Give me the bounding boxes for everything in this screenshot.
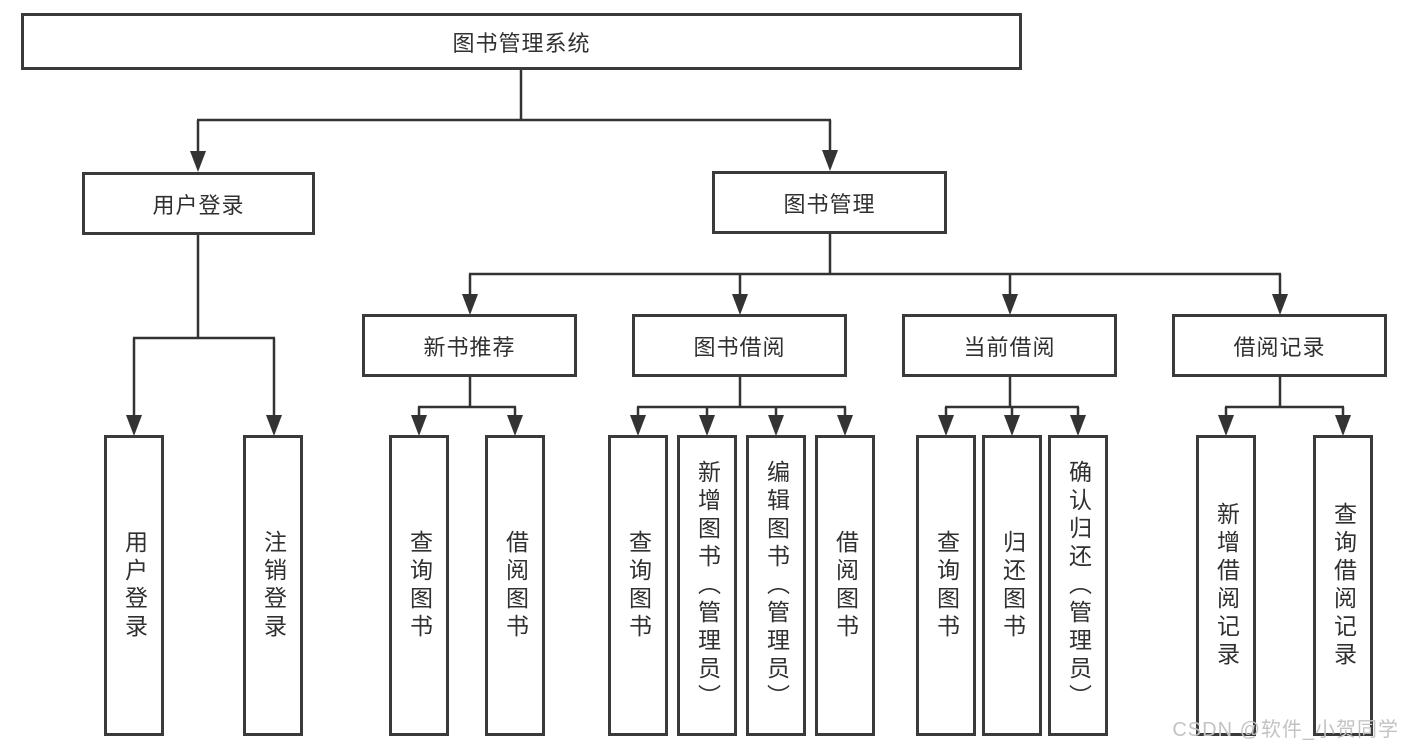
leaf-record-add-record-label: 新增借阅记录 bbox=[1213, 501, 1240, 670]
node-current-borrow: 当前借阅 bbox=[902, 314, 1117, 377]
arrow-down-icon bbox=[630, 415, 646, 436]
connector-root-to-level2 bbox=[196, 69, 832, 153]
arrow-down-icon bbox=[699, 415, 715, 436]
leaf-borrow-query-books-label: 查询图书 bbox=[625, 529, 652, 642]
arrow-down-icon bbox=[1070, 415, 1086, 436]
arrow-down-icon bbox=[1272, 294, 1288, 315]
connector-current-borrow bbox=[944, 377, 1080, 417]
arrowheads-current-borrow bbox=[938, 415, 1086, 436]
arrow-down-icon bbox=[732, 294, 748, 315]
leaf-newbook-borrow-books: 借阅图书 bbox=[485, 435, 545, 736]
leaf-record-query-record: 查询借阅记录 bbox=[1313, 435, 1373, 736]
arrow-down-icon bbox=[1002, 294, 1018, 315]
arrow-down-icon bbox=[1218, 415, 1234, 436]
arrow-down-icon bbox=[837, 415, 853, 436]
arrow-down-icon bbox=[938, 415, 954, 436]
leaf-user-login: 用户登录 bbox=[104, 435, 164, 736]
leaf-borrow-edit-books-admin-label: 编辑图书（管理员） bbox=[763, 459, 790, 712]
arrowheads-new-book bbox=[411, 415, 523, 436]
connector-new-book bbox=[417, 377, 517, 417]
connector-user-login bbox=[132, 235, 276, 417]
csdn-watermark: CSDN @软件_小贺同学 bbox=[1172, 719, 1399, 741]
leaf-newbook-query-books: 查询图书 bbox=[389, 435, 449, 736]
connector-book-management bbox=[468, 234, 1282, 296]
node-book-borrow-label: 图书借阅 bbox=[693, 334, 786, 360]
leaf-borrow-borrow-books: 借阅图书 bbox=[815, 435, 875, 736]
node-new-book-recommend-label: 新书推荐 bbox=[423, 334, 516, 360]
leaf-newbook-borrow-books-label: 借阅图书 bbox=[502, 529, 529, 642]
leaf-borrow-add-books-admin: 新增图书（管理员） bbox=[677, 435, 737, 736]
arrow-down-icon bbox=[507, 415, 523, 436]
arrow-down-icon bbox=[822, 150, 838, 171]
leaf-current-confirm-return-admin: 确认归还（管理员） bbox=[1048, 435, 1108, 736]
leaf-borrow-add-books-admin-label: 新增图书（管理员） bbox=[694, 459, 721, 712]
node-borrow-record-label: 借阅记录 bbox=[1233, 334, 1326, 360]
leaf-current-confirm-return-admin-label: 确认归还（管理员） bbox=[1065, 459, 1092, 712]
leaf-record-add-record: 新增借阅记录 bbox=[1196, 435, 1256, 736]
leaf-borrow-borrow-books-label: 借阅图书 bbox=[832, 529, 859, 642]
node-book-management-label: 图书管理 bbox=[783, 191, 876, 217]
arrowheads-book-borrow bbox=[630, 415, 853, 436]
leaf-current-query-books-label: 查询图书 bbox=[933, 529, 960, 642]
arrow-down-icon bbox=[1004, 415, 1020, 436]
leaf-user-login-label: 用户登录 bbox=[121, 529, 148, 642]
connector-book-borrow bbox=[636, 377, 847, 417]
connector-borrow-record bbox=[1224, 377, 1345, 417]
arrow-down-icon bbox=[126, 415, 142, 436]
node-new-book-recommend: 新书推荐 bbox=[362, 314, 577, 377]
arrowheads-user-login bbox=[126, 415, 282, 436]
arrow-down-icon bbox=[768, 415, 784, 436]
leaf-record-query-record-label: 查询借阅记录 bbox=[1330, 501, 1357, 670]
node-borrow-record: 借阅记录 bbox=[1172, 314, 1387, 377]
arrowheads-level3 bbox=[462, 294, 1288, 315]
leaf-newbook-query-books-label: 查询图书 bbox=[406, 529, 433, 642]
arrow-down-icon bbox=[190, 151, 206, 172]
leaf-borrow-edit-books-admin: 编辑图书（管理员） bbox=[746, 435, 806, 736]
arrowheads-level2 bbox=[190, 150, 838, 172]
node-book-borrow: 图书借阅 bbox=[632, 314, 847, 377]
leaf-current-query-books: 查询图书 bbox=[916, 435, 976, 736]
node-user-login: 用户登录 bbox=[82, 172, 315, 235]
node-root: 图书管理系统 bbox=[21, 13, 1022, 70]
arrowheads-borrow-record bbox=[1218, 415, 1351, 436]
node-book-management: 图书管理 bbox=[712, 171, 947, 234]
leaf-logout: 注销登录 bbox=[243, 435, 303, 736]
arrow-down-icon bbox=[462, 294, 478, 315]
arrow-down-icon bbox=[411, 415, 427, 436]
node-current-borrow-label: 当前借阅 bbox=[963, 334, 1056, 360]
leaf-current-return-books-label: 归还图书 bbox=[999, 529, 1026, 642]
arrow-down-icon bbox=[266, 415, 282, 436]
arrow-down-icon bbox=[1335, 415, 1351, 436]
node-user-login-label: 用户登录 bbox=[152, 192, 245, 218]
leaf-logout-label: 注销登录 bbox=[260, 529, 287, 642]
node-root-label: 图书管理系统 bbox=[452, 30, 591, 56]
leaf-current-return-books: 归还图书 bbox=[982, 435, 1042, 736]
leaf-borrow-query-books: 查询图书 bbox=[608, 435, 668, 736]
